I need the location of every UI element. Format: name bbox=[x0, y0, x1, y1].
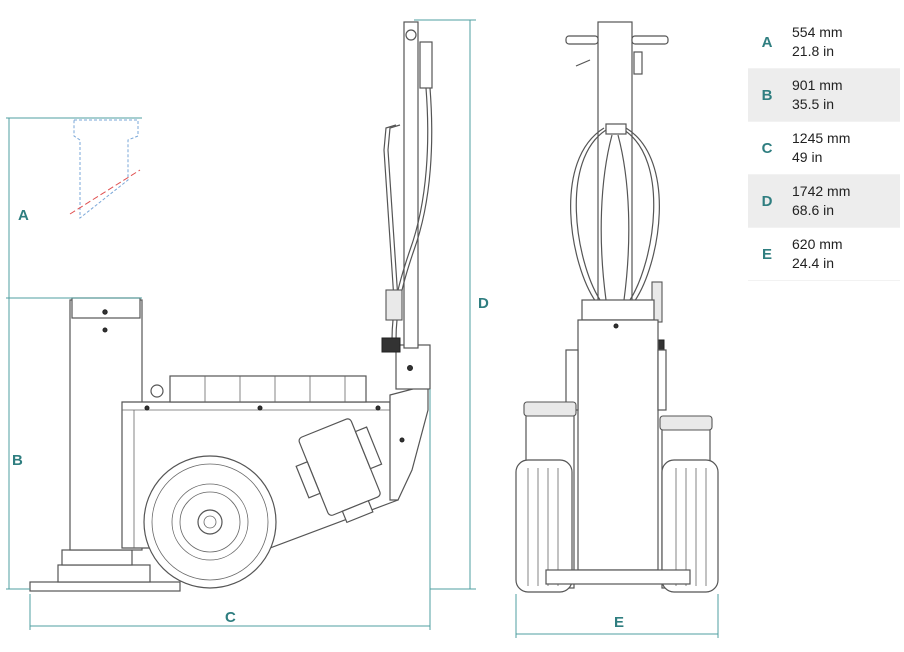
dimension-row-d: D 1742 mm 68.6 in bbox=[748, 175, 900, 228]
metric-value: 554 mm bbox=[792, 24, 843, 40]
extended-ram-phantom bbox=[69, 119, 141, 220]
front-column bbox=[565, 299, 667, 571]
metric-value: 1742 mm bbox=[792, 183, 851, 199]
dimension-row-e: E 620 mm 24.4 in bbox=[748, 228, 900, 281]
dim-label-c: C bbox=[225, 609, 236, 626]
dimension-lines: A B C D E bbox=[6, 19, 719, 638]
dimension-row-a: A 554 mm 21.8 in bbox=[748, 16, 900, 69]
dimension-key: E bbox=[761, 245, 772, 263]
imperial-value: 35.5 in bbox=[792, 96, 835, 112]
dim-label-a: A bbox=[18, 207, 29, 224]
dimension-key: C bbox=[761, 139, 773, 157]
side-wheel bbox=[143, 455, 277, 589]
handle-bracket bbox=[389, 344, 431, 501]
front-base bbox=[545, 569, 691, 585]
dim-label-b: B bbox=[12, 452, 23, 469]
front-left-wheel bbox=[515, 401, 577, 593]
imperial-value: 49 in bbox=[792, 149, 823, 165]
side-handle bbox=[381, 21, 433, 353]
base-plate bbox=[29, 581, 181, 592]
front-view bbox=[515, 21, 719, 593]
air-motor bbox=[295, 418, 383, 524]
front-handle bbox=[565, 21, 669, 353]
side-view bbox=[29, 21, 433, 592]
metric-value: 1245 mm bbox=[792, 130, 851, 146]
metric-value: 620 mm bbox=[792, 236, 843, 252]
dimension-table: A 554 mm 21.8 in B 901 mm 35.5 in C 1245 m… bbox=[748, 16, 900, 281]
dim-label-d: D bbox=[478, 295, 489, 312]
imperial-value: 21.8 in bbox=[792, 43, 835, 59]
dimension-key: A bbox=[761, 33, 773, 51]
dimension-key: B bbox=[761, 86, 773, 104]
imperial-value: 24.4 in bbox=[792, 255, 835, 271]
dimension-row-b: B 901 mm 35.5 in bbox=[748, 69, 900, 122]
dimension-key: D bbox=[761, 192, 773, 210]
imperial-value: 68.6 in bbox=[792, 202, 835, 218]
dimension-row-c: C 1245 mm 49 in bbox=[748, 122, 900, 175]
metric-value: 901 mm bbox=[792, 77, 843, 93]
front-right-wheel bbox=[659, 415, 719, 593]
dim-label-e: E bbox=[614, 614, 624, 631]
